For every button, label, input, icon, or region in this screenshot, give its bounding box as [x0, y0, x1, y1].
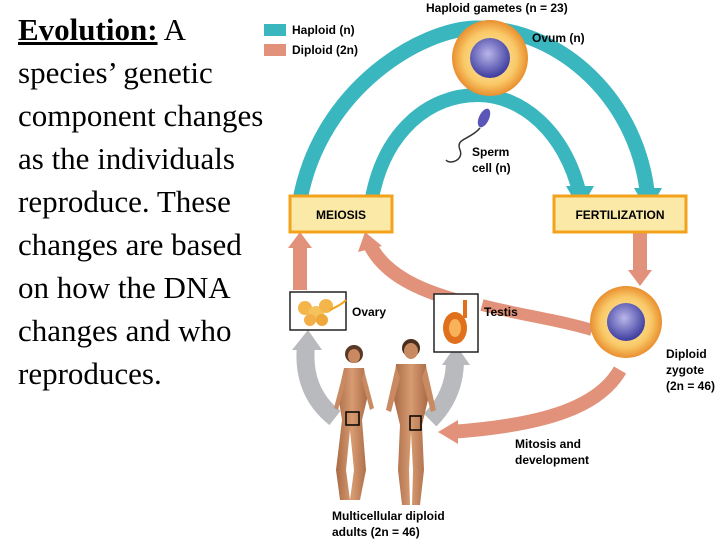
diagram-title: Haploid gametes (n = 23) [426, 1, 568, 15]
ovum-cell [452, 20, 528, 96]
grey-arrow-testis [423, 359, 464, 427]
meiosis-box [288, 194, 394, 234]
zygote-inner-arc [480, 299, 594, 336]
zygote-label-line3: (2n = 46) [666, 379, 715, 393]
adults-label-line2: adults (2n = 46) [332, 525, 420, 539]
zygote-label-line1: Diploid [666, 347, 707, 361]
mitosis-label-line2: development [515, 453, 589, 467]
mitosis-arc [449, 366, 627, 439]
legend: Haploid (n) Diploid (2n) [264, 23, 358, 57]
description-text: Evolution: A species’ genetic component … [18, 8, 268, 395]
ovum-label: Ovum (n) [532, 31, 585, 45]
sperm-label-line1: Sperm [472, 145, 509, 159]
haploid-legend-label: Haploid (n) [292, 23, 355, 37]
testis-to-meiosis-arc [363, 241, 457, 307]
ovary-label: Ovary [352, 305, 386, 319]
female-figure [334, 345, 374, 500]
zygote-cell [590, 286, 662, 358]
grey-arrowhead-testis [442, 345, 470, 365]
grey-arrowhead-ovary [292, 330, 322, 350]
fertilization-box [552, 194, 688, 234]
mitosis-label-line1: Mitosis and [515, 437, 581, 451]
haploid-swatch [264, 24, 286, 36]
zygote-label-line2: zygote [666, 363, 704, 377]
meiosis-inner-arrowhead [358, 232, 382, 252]
inner-haploid-arc [365, 87, 587, 200]
diploid-swatch [264, 44, 286, 56]
meiosis-outer-arrowhead [288, 232, 312, 248]
grey-arrow-ovary [296, 344, 341, 426]
fertilization-label: FERTILIZATION [575, 208, 664, 222]
diploid-legend-label: Diploid (2n) [292, 43, 358, 57]
ovary-inset [289, 291, 347, 331]
zygote-arrowhead [628, 270, 652, 286]
sperm-cell [445, 108, 491, 163]
sperm-label-line2: cell (n) [472, 161, 511, 175]
male-figure [386, 339, 436, 505]
meiosis-label: MEIOSIS [316, 208, 366, 222]
mitosis-arrowhead [438, 420, 458, 444]
adults-label-line1: Multicellular diploid [332, 509, 445, 523]
testis-label: Testis [484, 305, 518, 319]
testis-inset [433, 293, 479, 353]
heading: Evolution: [18, 12, 158, 47]
description-body: A species’ genetic component changes as … [18, 12, 264, 391]
